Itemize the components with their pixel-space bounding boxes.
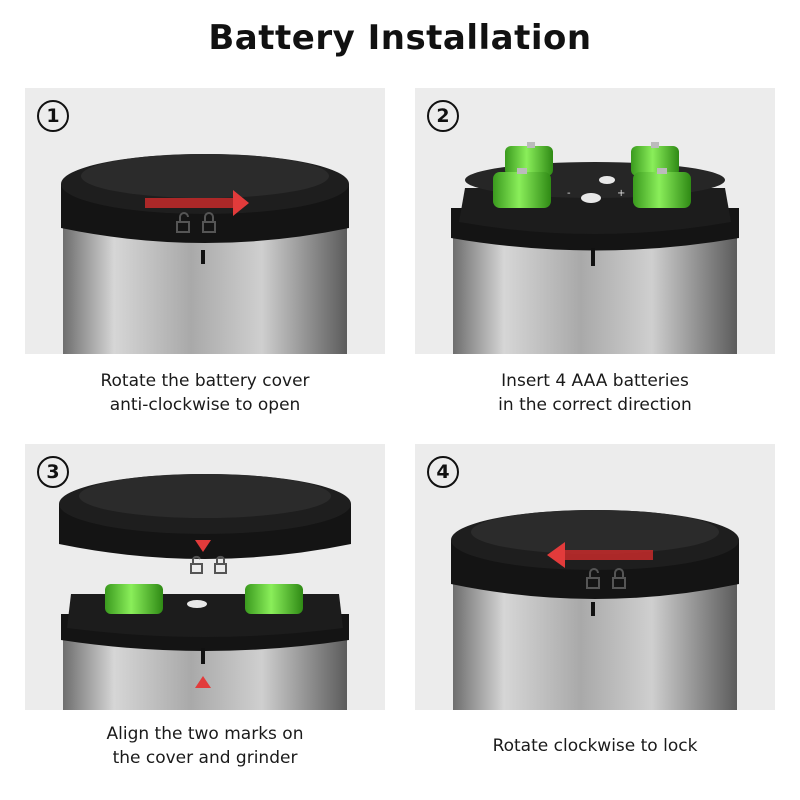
arrow-right-icon: [145, 190, 249, 216]
triangle-marker-icon: [195, 676, 211, 688]
step-number: 2: [427, 100, 459, 132]
battery: [493, 142, 691, 208]
battery-mark: -: [567, 188, 571, 199]
triangle-marker-icon: [195, 540, 211, 552]
page-title: Battery Installation: [208, 18, 592, 58]
step-3-caption: Align the two marks on the cover and gri…: [106, 724, 304, 768]
grinder-illustration: - +: [451, 142, 739, 354]
step-4-caption: Rotate clockwise to lock: [492, 736, 698, 756]
step-3-panel: 3: [25, 444, 385, 710]
step-2-caption: Insert 4 AAA batteries in the correct di…: [498, 371, 692, 415]
step-2-panel: 2 - +: [415, 88, 775, 354]
lock-closed-icon: [202, 212, 216, 233]
step-1-caption: Rotate the battery cover anti-clockwise …: [100, 371, 310, 415]
lock-open-icon: [176, 212, 190, 233]
lock-closed-icon: [214, 555, 227, 574]
grinder-illustration: [61, 154, 349, 354]
step-number: 3: [37, 456, 69, 488]
grinder-illustration: [59, 474, 351, 710]
step-number: 4: [427, 456, 459, 488]
lock-open-icon: [190, 555, 203, 574]
grinder-illustration: [451, 510, 739, 710]
lock-closed-icon: [612, 568, 626, 589]
step-number: 1: [37, 100, 69, 132]
battery-mark: +: [617, 188, 625, 199]
step-1-panel: 1: [25, 88, 385, 354]
arrow-left-icon: [547, 542, 653, 568]
lock-open-icon: [586, 568, 600, 589]
step-4-panel: 4: [415, 444, 775, 710]
